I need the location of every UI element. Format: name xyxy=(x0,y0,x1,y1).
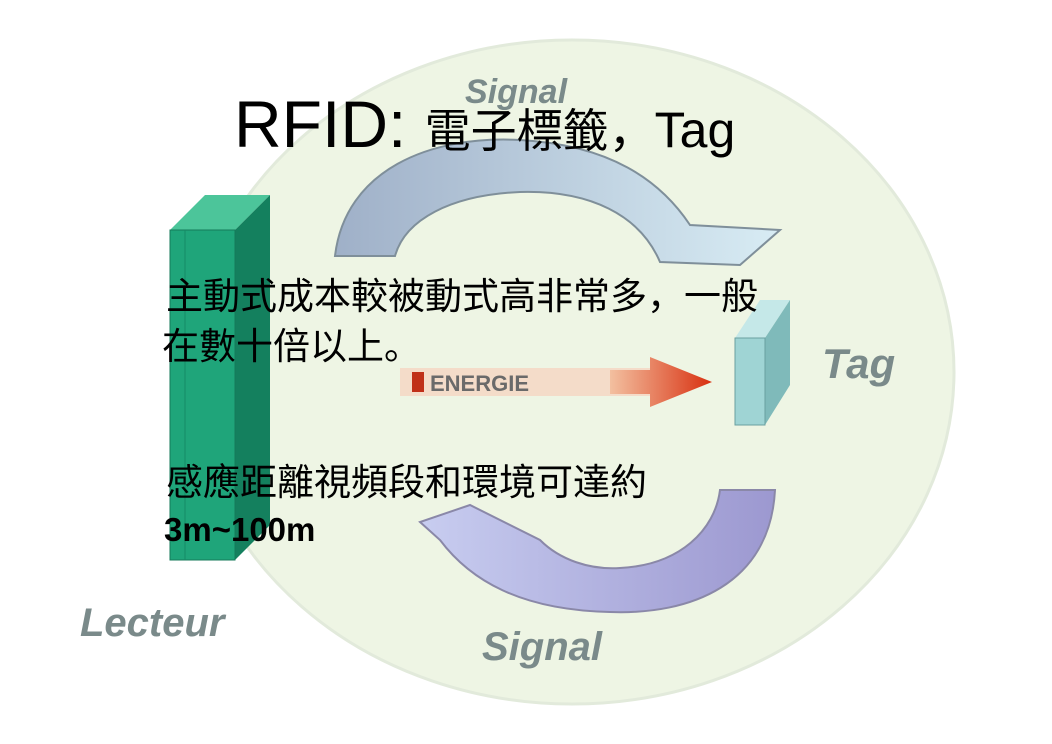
signal-top-label: Signal xyxy=(465,73,569,111)
signal-bottom-label: Signal xyxy=(482,625,603,669)
title-suffix: Tag xyxy=(654,102,736,158)
title-prefix: RFID: xyxy=(234,87,407,161)
body-line-1: 主動式成本較被動式高非常多，一般 xyxy=(166,275,758,318)
body-line-2: 在數十倍以上。 xyxy=(162,325,421,368)
energy-arrow: ENERGIE xyxy=(400,357,712,407)
tag-label: Tag xyxy=(822,340,895,387)
top-signal-arrow xyxy=(333,138,783,267)
tag-panel xyxy=(734,300,790,426)
slide-title: RFID: 電子標籤，Tag xyxy=(234,86,735,169)
reader-label: Lecteur xyxy=(80,601,227,645)
body-line-4: 3m~100m xyxy=(164,511,316,548)
body-line-3: 感應距離視頻段和環境可達約 xyxy=(166,461,647,504)
title-chinese: 電子標籤， xyxy=(424,104,655,158)
bottom-signal-arrow xyxy=(418,489,777,614)
energy-label: ENERGIE xyxy=(430,371,529,396)
reader-panel xyxy=(169,195,270,561)
